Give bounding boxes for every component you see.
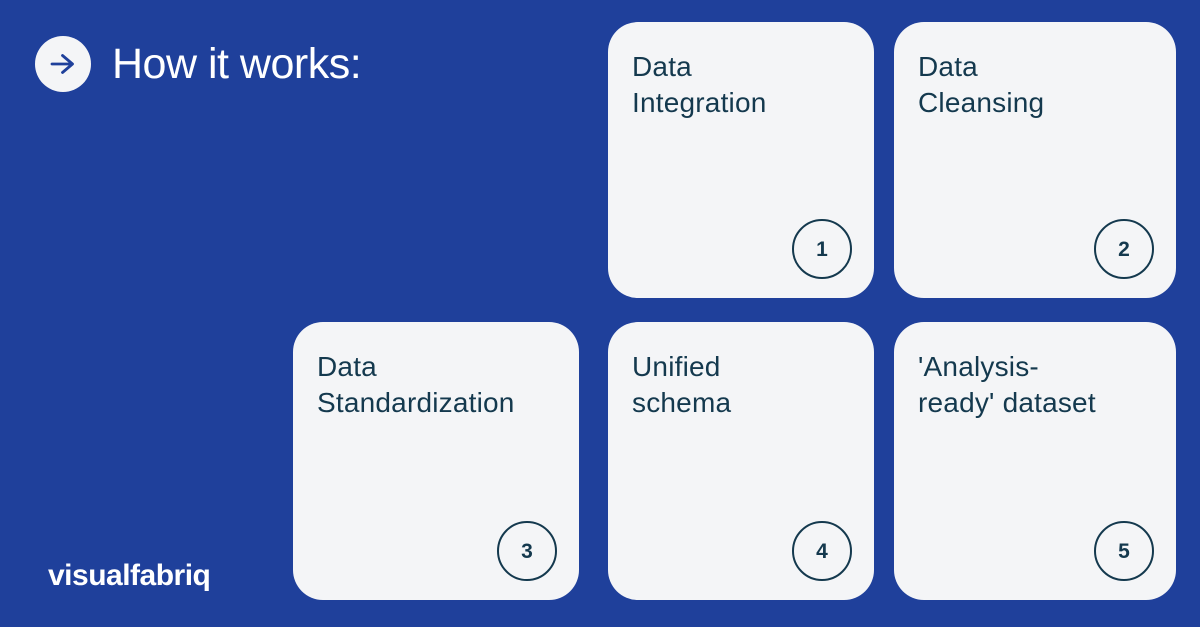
step-number-badge: 2 bbox=[1094, 219, 1154, 279]
card-label: Data Integration bbox=[632, 51, 767, 118]
card-label: Data Cleansing bbox=[918, 51, 1045, 118]
card-label: Unified schema bbox=[632, 351, 732, 418]
step-number: 3 bbox=[521, 539, 533, 563]
card-label: Data Standardization bbox=[317, 351, 515, 418]
step-number-badge: 3 bbox=[497, 521, 557, 581]
step-number: 4 bbox=[816, 539, 828, 563]
arrow-right-icon bbox=[35, 36, 91, 92]
step-card-data-cleansing: Data Cleansing 2 bbox=[894, 22, 1176, 298]
step-number-badge: 5 bbox=[1094, 521, 1154, 581]
step-number-badge: 4 bbox=[792, 521, 852, 581]
step-card-data-integration: Data Integration 1 bbox=[608, 22, 874, 298]
header: How it works: bbox=[35, 36, 362, 92]
step-number: 1 bbox=[816, 237, 828, 261]
step-number-badge: 1 bbox=[792, 219, 852, 279]
card-label: 'Analysis- ready' dataset bbox=[918, 351, 1096, 418]
visualfabriq-logo: visualfabriq bbox=[48, 559, 211, 592]
step-number: 5 bbox=[1118, 539, 1130, 563]
step-card-unified-schema: Unified schema 4 bbox=[608, 322, 874, 600]
step-number: 2 bbox=[1118, 237, 1130, 261]
page-title: How it works: bbox=[112, 39, 362, 88]
step-card-data-standardization: Data Standardization 3 bbox=[293, 322, 579, 600]
step-card-analysis-ready-dataset: 'Analysis- ready' dataset 5 bbox=[894, 322, 1176, 600]
